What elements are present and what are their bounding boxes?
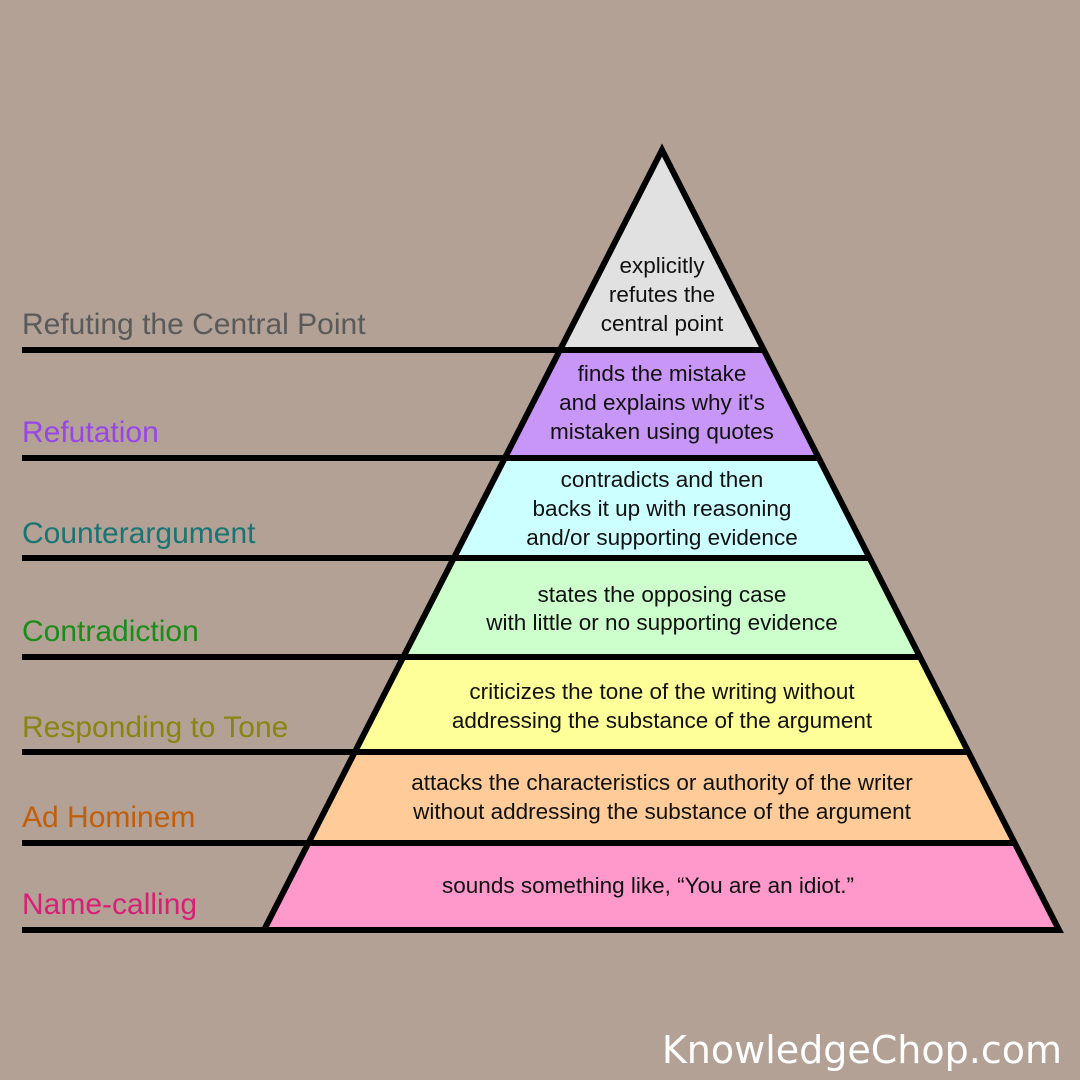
level-label-refutation: Refutation [22,416,159,449]
description-line: without addressing the substance of the … [412,799,912,824]
band-refutation [505,350,819,458]
band-responding-to-tone [355,657,968,752]
description-line: sounds something like, “You are an idiot… [442,873,854,898]
description-line: with little or no supporting evidence [485,610,837,635]
level-label-ad-hominem: Ad Hominem [22,801,195,834]
band-refuting-central-point [560,150,764,350]
description-line: backs it up with reasoning [533,496,792,521]
level-label-name-calling: Name-calling [22,888,197,921]
band-contradiction [403,558,920,657]
description-line: states the opposing case [538,582,787,607]
description-line: refutes the [609,282,715,307]
band-ad-hominem [308,752,1015,843]
description-line: mistaken using quotes [550,419,774,444]
level-label-contradiction: Contradiction [22,615,199,648]
description-line: addressing the substance of the argument [452,708,873,733]
description-line: criticizes the tone of the writing witho… [469,679,855,704]
description-line: and explains why it's [559,390,765,415]
description-line: central point [601,311,724,336]
description-line: finds the mistake [578,361,747,386]
divider-lines [22,347,1059,933]
band-name-calling [264,843,1059,930]
level-label-responding-to-tone: Responding to Tone [22,711,288,744]
level-label-refuting-central-point: Refuting the Central Point [22,308,366,341]
description-line: contradicts and then [561,467,764,492]
watermark: KnowledgeChop.com [662,1028,1062,1072]
band-counterargument [454,458,870,558]
level-label-counterargument: Counterargument [22,517,256,550]
description-line: attacks the characteristics or authority… [411,770,913,795]
description-line: explicitly [619,253,705,278]
description-line: and/or supporting evidence [526,525,797,550]
